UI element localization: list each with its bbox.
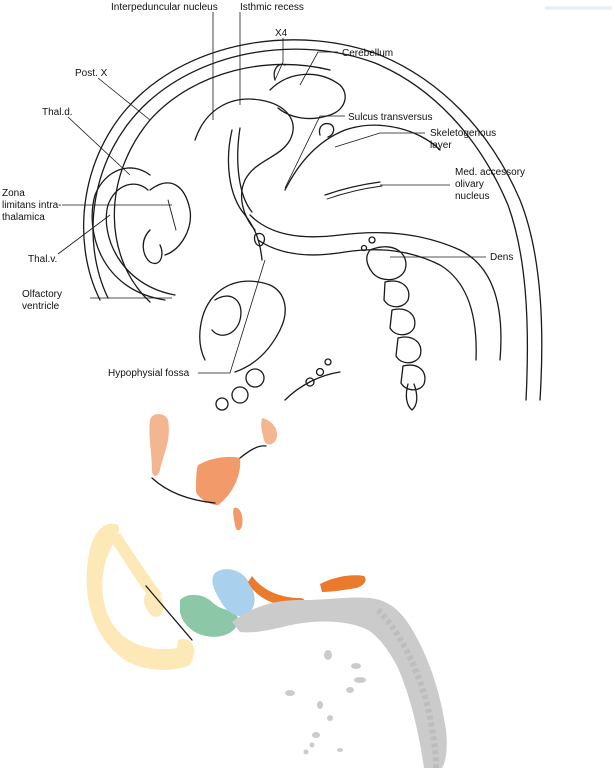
cream-forebrain bbox=[86, 523, 194, 670]
thal-lobule bbox=[142, 229, 163, 265]
label-isthmic-recess: Isthmic recess bbox=[240, 2, 304, 13]
label-x4: X4 bbox=[275, 28, 288, 39]
gray-vertebrae-edge bbox=[375, 607, 439, 769]
outer-contour-3 bbox=[113, 63, 331, 303]
label-ventricle: ventricle bbox=[22, 301, 60, 312]
label-interpeduncular-nucleus: Interpeduncular nucleus bbox=[111, 2, 218, 13]
lower-structures bbox=[215, 236, 376, 411]
orange-stripe-2 bbox=[320, 575, 366, 592]
forebrain-loop-outer bbox=[91, 167, 166, 301]
label-thal-d: Thal.d. bbox=[42, 107, 73, 118]
label-olivary: olivary bbox=[455, 179, 484, 190]
jaw-curve bbox=[284, 371, 341, 401]
olivary-nucleus bbox=[324, 181, 381, 196]
colored-schematic bbox=[86, 414, 447, 769]
cap-outline-2 bbox=[239, 445, 267, 459]
outer-contour-2 bbox=[92, 48, 529, 401]
midbrain-outline bbox=[194, 98, 294, 231]
label-post-x: Post. X bbox=[75, 68, 108, 79]
zona-marker bbox=[167, 199, 177, 231]
label-olfactory: Olfactory bbox=[22, 289, 62, 300]
aqueduct-1 bbox=[227, 129, 263, 261]
label-skeletogenous-layer: layer bbox=[430, 140, 452, 151]
label-thal-v: Thal.v. bbox=[28, 254, 57, 265]
blue-midbrain bbox=[212, 569, 255, 617]
brainstem-2 bbox=[257, 239, 477, 361]
salmon-block bbox=[196, 456, 241, 505]
olivary-nucleus-2 bbox=[326, 185, 383, 200]
gray-fragments bbox=[285, 650, 366, 755]
label-zona: Zona bbox=[2, 188, 25, 199]
forebrain-loop-inner bbox=[105, 183, 176, 296]
tooth-shape bbox=[405, 383, 418, 411]
sulcus-line bbox=[318, 122, 335, 138]
brainstem-1 bbox=[249, 214, 502, 361]
salmon-cap-right bbox=[261, 418, 278, 445]
pharynx-outline bbox=[199, 280, 286, 373]
cream-thal bbox=[143, 591, 164, 617]
label-zona-limitans: limitans intra- bbox=[2, 200, 61, 211]
label-sulcus-transversus: Sulcus transversus bbox=[348, 112, 432, 123]
cream-band bbox=[110, 533, 162, 600]
label-hypophysial-fossa: Hypophysial fossa bbox=[108, 368, 190, 379]
salmon-drop bbox=[233, 507, 243, 531]
cream-foot bbox=[176, 638, 195, 660]
thalamus-curve bbox=[149, 182, 192, 256]
nasal-cavity bbox=[211, 295, 242, 336]
label-skeletogenous: Skeletogenous bbox=[430, 128, 496, 139]
hypophysial-pouch bbox=[253, 232, 266, 247]
label-dens: Dens bbox=[490, 252, 513, 263]
cap-outline bbox=[151, 477, 216, 504]
zona-boundary bbox=[145, 585, 193, 641]
label-med-accessory: Med. accessory bbox=[455, 167, 525, 178]
label-nucleus: nucleus bbox=[455, 191, 489, 202]
outer-contour-1 bbox=[83, 39, 543, 401]
label-cerebellum: Cerebellum bbox=[342, 48, 393, 59]
leader-lines bbox=[57, 12, 486, 374]
salmon-cap bbox=[149, 414, 169, 476]
aqueduct-2 bbox=[237, 127, 253, 213]
vertebral-column bbox=[366, 246, 426, 391]
green-diencephalon bbox=[180, 594, 239, 637]
orange-stripe-1 bbox=[248, 576, 305, 607]
hindbrain-wall bbox=[284, 124, 441, 191]
line-drawing: Interpeduncular nucleus Isthmic recess X… bbox=[2, 2, 543, 411]
cerebellum-fold bbox=[273, 63, 286, 81]
gray-brainstem bbox=[232, 597, 447, 768]
label-zona-thalamica: thalamica bbox=[2, 212, 45, 223]
cerebellum-outline bbox=[269, 73, 346, 120]
